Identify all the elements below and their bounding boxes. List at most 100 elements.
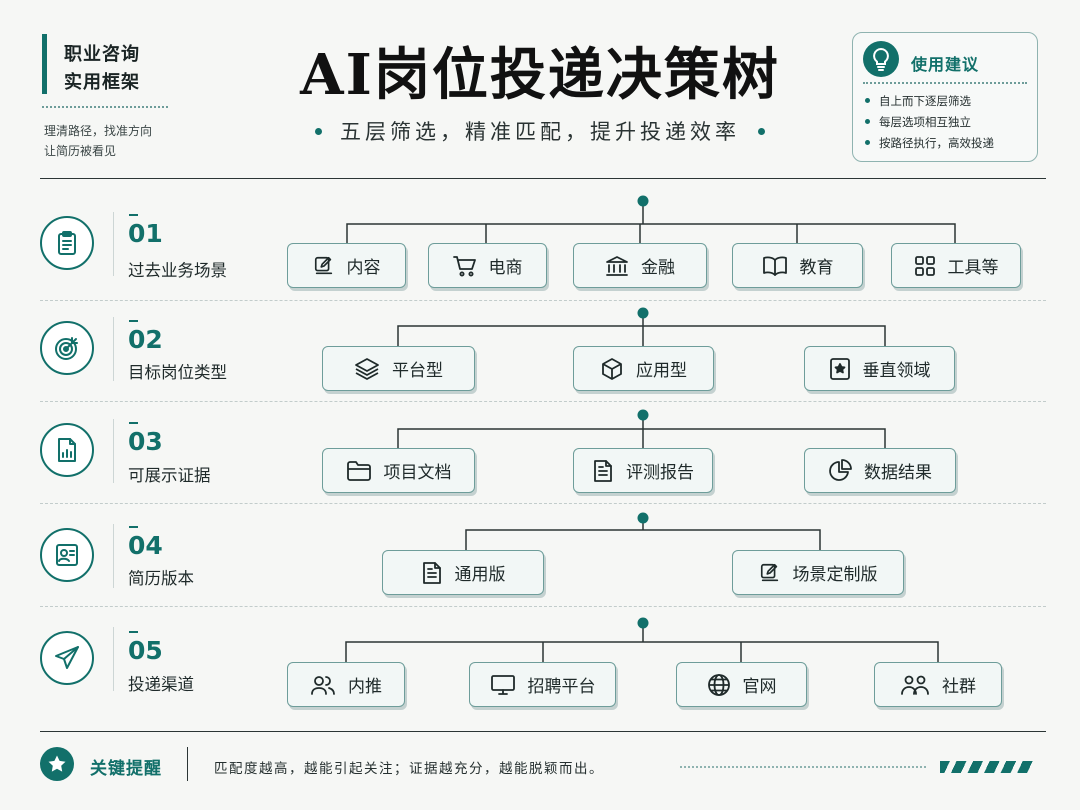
step-number: 02 bbox=[128, 320, 163, 354]
badge-divider bbox=[42, 106, 168, 108]
advice-item: 按路径执行，高效投递 bbox=[865, 133, 994, 154]
step-number: 04 bbox=[128, 526, 163, 560]
option-education[interactable]: 教育 bbox=[732, 243, 863, 288]
row-separator bbox=[40, 300, 1046, 301]
star-icon bbox=[40, 747, 74, 781]
document-icon bbox=[422, 561, 441, 584]
option-tools[interactable]: 工具等 bbox=[891, 243, 1021, 288]
key-reminder-label: 关键提醒 bbox=[90, 759, 162, 779]
badge-line1: 职业咨询 bbox=[64, 44, 140, 65]
group-icon bbox=[901, 675, 929, 695]
step-label: 可展示证据 bbox=[128, 466, 211, 485]
grid-icon bbox=[914, 255, 935, 276]
layers-icon bbox=[355, 357, 379, 380]
option-project-docs[interactable]: 项目文档 bbox=[322, 448, 475, 493]
footer-dotted-line bbox=[680, 766, 926, 768]
option-label: 应用型 bbox=[636, 361, 687, 381]
row-divider bbox=[113, 317, 114, 381]
option-official-site[interactable]: 官网 bbox=[676, 662, 807, 707]
row-divider bbox=[113, 419, 114, 483]
option-label: 垂直领域 bbox=[862, 361, 931, 381]
option-label: 金融 bbox=[641, 258, 675, 278]
option-data-results[interactable]: 数据结果 bbox=[804, 448, 956, 493]
option-label: 内容 bbox=[346, 258, 381, 278]
option-label: 工具等 bbox=[947, 258, 999, 278]
usage-advice-box: 使用建议 自上而下逐层筛选 每层选项相互独立 按路径执行，高效投递 bbox=[852, 32, 1038, 162]
step-number: 03 bbox=[128, 422, 163, 456]
page-subtitle: 五层筛选，精准匹配，提升投递效率 bbox=[340, 120, 740, 144]
bookmark-star-icon bbox=[829, 357, 850, 380]
option-label: 招聘平台 bbox=[527, 677, 596, 697]
monitor-icon bbox=[490, 674, 515, 695]
option-platform[interactable]: 平台型 bbox=[322, 346, 475, 391]
step-label: 投递渠道 bbox=[128, 675, 194, 694]
badge-accent-bar bbox=[42, 34, 47, 94]
pie-chart-icon bbox=[829, 458, 852, 481]
page-title: AI岗位投递决策树 bbox=[300, 42, 780, 108]
edit-icon bbox=[760, 563, 778, 581]
chart-file-icon bbox=[40, 423, 94, 477]
document-icon bbox=[594, 459, 612, 482]
badge-sub1: 理清路径，找准方向 bbox=[44, 124, 153, 138]
badge-sub2: 让简历被看见 bbox=[44, 144, 117, 158]
footer-stripes bbox=[940, 761, 1034, 773]
row-divider bbox=[113, 212, 114, 276]
book-icon bbox=[762, 256, 787, 276]
option-application[interactable]: 应用型 bbox=[573, 346, 714, 391]
edit-icon bbox=[314, 256, 332, 274]
badge-line2: 实用框架 bbox=[64, 72, 140, 93]
row-divider bbox=[113, 524, 114, 588]
cube-icon bbox=[602, 357, 622, 380]
advice-item: 自上而下逐层筛选 bbox=[865, 91, 994, 112]
footer-divider bbox=[187, 747, 188, 781]
option-label: 项目文档 bbox=[383, 463, 452, 483]
option-custom-resume[interactable]: 场景定制版 bbox=[732, 550, 904, 595]
advice-list: 自上而下逐层筛选 每层选项相互独立 按路径执行，高效投递 bbox=[865, 91, 994, 154]
option-referral[interactable]: 内推 bbox=[287, 662, 405, 707]
header-rule bbox=[40, 178, 1046, 179]
folder-icon bbox=[346, 460, 371, 481]
step-label: 过去业务场景 bbox=[128, 261, 227, 280]
option-content[interactable]: 内容 bbox=[287, 243, 406, 288]
option-label: 内推 bbox=[348, 677, 382, 697]
step-number: 01 bbox=[128, 214, 163, 248]
option-ecommerce[interactable]: 电商 bbox=[428, 243, 547, 288]
option-label: 社群 bbox=[942, 677, 976, 697]
advice-item: 每层选项相互独立 bbox=[865, 112, 994, 133]
option-label: 场景定制版 bbox=[792, 565, 878, 585]
row-separator bbox=[40, 606, 1046, 607]
advice-heading: 使用建议 bbox=[911, 55, 980, 74]
option-general-resume[interactable]: 通用版 bbox=[382, 550, 544, 595]
option-label: 通用版 bbox=[454, 565, 506, 585]
option-label: 平台型 bbox=[392, 361, 443, 381]
option-finance[interactable]: 金融 bbox=[573, 243, 707, 288]
page-subtitle-wrap: 五层筛选，精准匹配，提升投递效率 bbox=[230, 116, 850, 146]
clipboard-icon bbox=[40, 216, 94, 270]
id-card-icon bbox=[40, 528, 94, 582]
subtitle-dot-right bbox=[758, 127, 765, 135]
option-eval-report[interactable]: 评测报告 bbox=[573, 448, 713, 493]
paper-plane-icon bbox=[40, 631, 94, 685]
option-label: 数据结果 bbox=[864, 463, 932, 483]
key-reminder-text: 匹配度越高，越能引起关注；证据越充分，越能脱颖而出。 bbox=[214, 761, 604, 777]
option-label: 电商 bbox=[488, 258, 523, 278]
globe-icon bbox=[707, 673, 730, 696]
step-number: 05 bbox=[128, 631, 163, 665]
step-label: 目标岗位类型 bbox=[128, 363, 227, 382]
subtitle-dot-left bbox=[315, 127, 322, 135]
option-job-platform[interactable]: 招聘平台 bbox=[469, 662, 616, 707]
cart-icon bbox=[452, 255, 476, 276]
option-vertical[interactable]: 垂直领域 bbox=[804, 346, 955, 391]
option-community[interactable]: 社群 bbox=[874, 662, 1002, 707]
row-separator bbox=[40, 503, 1046, 504]
lightbulb-icon bbox=[863, 41, 899, 77]
row-divider bbox=[113, 627, 114, 691]
step-label: 简历版本 bbox=[128, 569, 194, 588]
option-label: 教育 bbox=[799, 258, 834, 278]
users-icon bbox=[311, 675, 335, 695]
target-icon bbox=[40, 321, 94, 375]
bank-icon bbox=[606, 255, 628, 276]
option-label: 评测报告 bbox=[626, 463, 694, 483]
option-label: 官网 bbox=[742, 677, 777, 697]
row-separator bbox=[40, 401, 1046, 402]
